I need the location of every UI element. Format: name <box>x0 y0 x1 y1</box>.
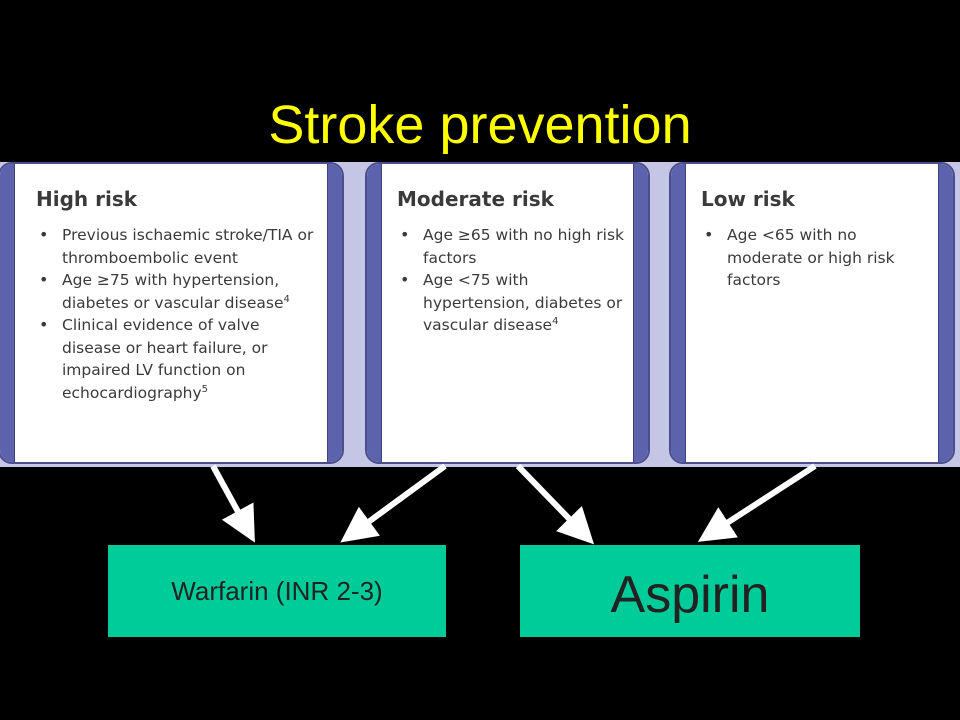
moderate-risk-bullet: Age <75 with hypertension, diabetes or v… <box>397 269 626 337</box>
high-risk-bullet: Previous ischaemic stroke/TIA or thrombo… <box>36 224 316 269</box>
card-border-right <box>327 164 342 462</box>
high-risk-bullet: Clinical evidence of valve disease or he… <box>36 314 316 404</box>
card-border-left <box>367 164 382 462</box>
arrow-low-to-aspirin <box>697 463 817 542</box>
high-risk-heading: High risk <box>36 187 138 211</box>
aspirin-box: Aspirin <box>520 545 860 637</box>
high-risk-card: High risk Previous ischaemic stroke/TIA … <box>0 162 344 464</box>
arrow-high-to-warfarin <box>210 464 255 543</box>
moderate-risk-bullet: Age ≥65 with no high risk factors <box>397 224 626 269</box>
card-border-left <box>671 164 686 462</box>
low-risk-card: Low risk Age <65 with no moderate or hig… <box>669 162 955 464</box>
warfarin-box: Warfarin (INR 2-3) <box>108 545 446 637</box>
arrow-moderate-to-warfarin <box>340 463 447 543</box>
moderate-risk-card: Moderate risk Age ≥65 with no high risk … <box>365 162 650 464</box>
low-risk-bullet: Age <65 with no moderate or high risk fa… <box>701 224 923 292</box>
slide-title: Stroke prevention <box>268 95 692 155</box>
card-border-right <box>633 164 648 462</box>
card-border-right <box>938 164 953 462</box>
low-risk-heading: Low risk <box>701 187 795 211</box>
moderate-risk-heading: Moderate risk <box>397 187 554 211</box>
card-border-left <box>0 164 15 462</box>
arrow-moderate-to-aspirin <box>515 463 595 545</box>
high-risk-bullet: Age ≥75 with hypertension, diabetes or v… <box>36 269 316 314</box>
